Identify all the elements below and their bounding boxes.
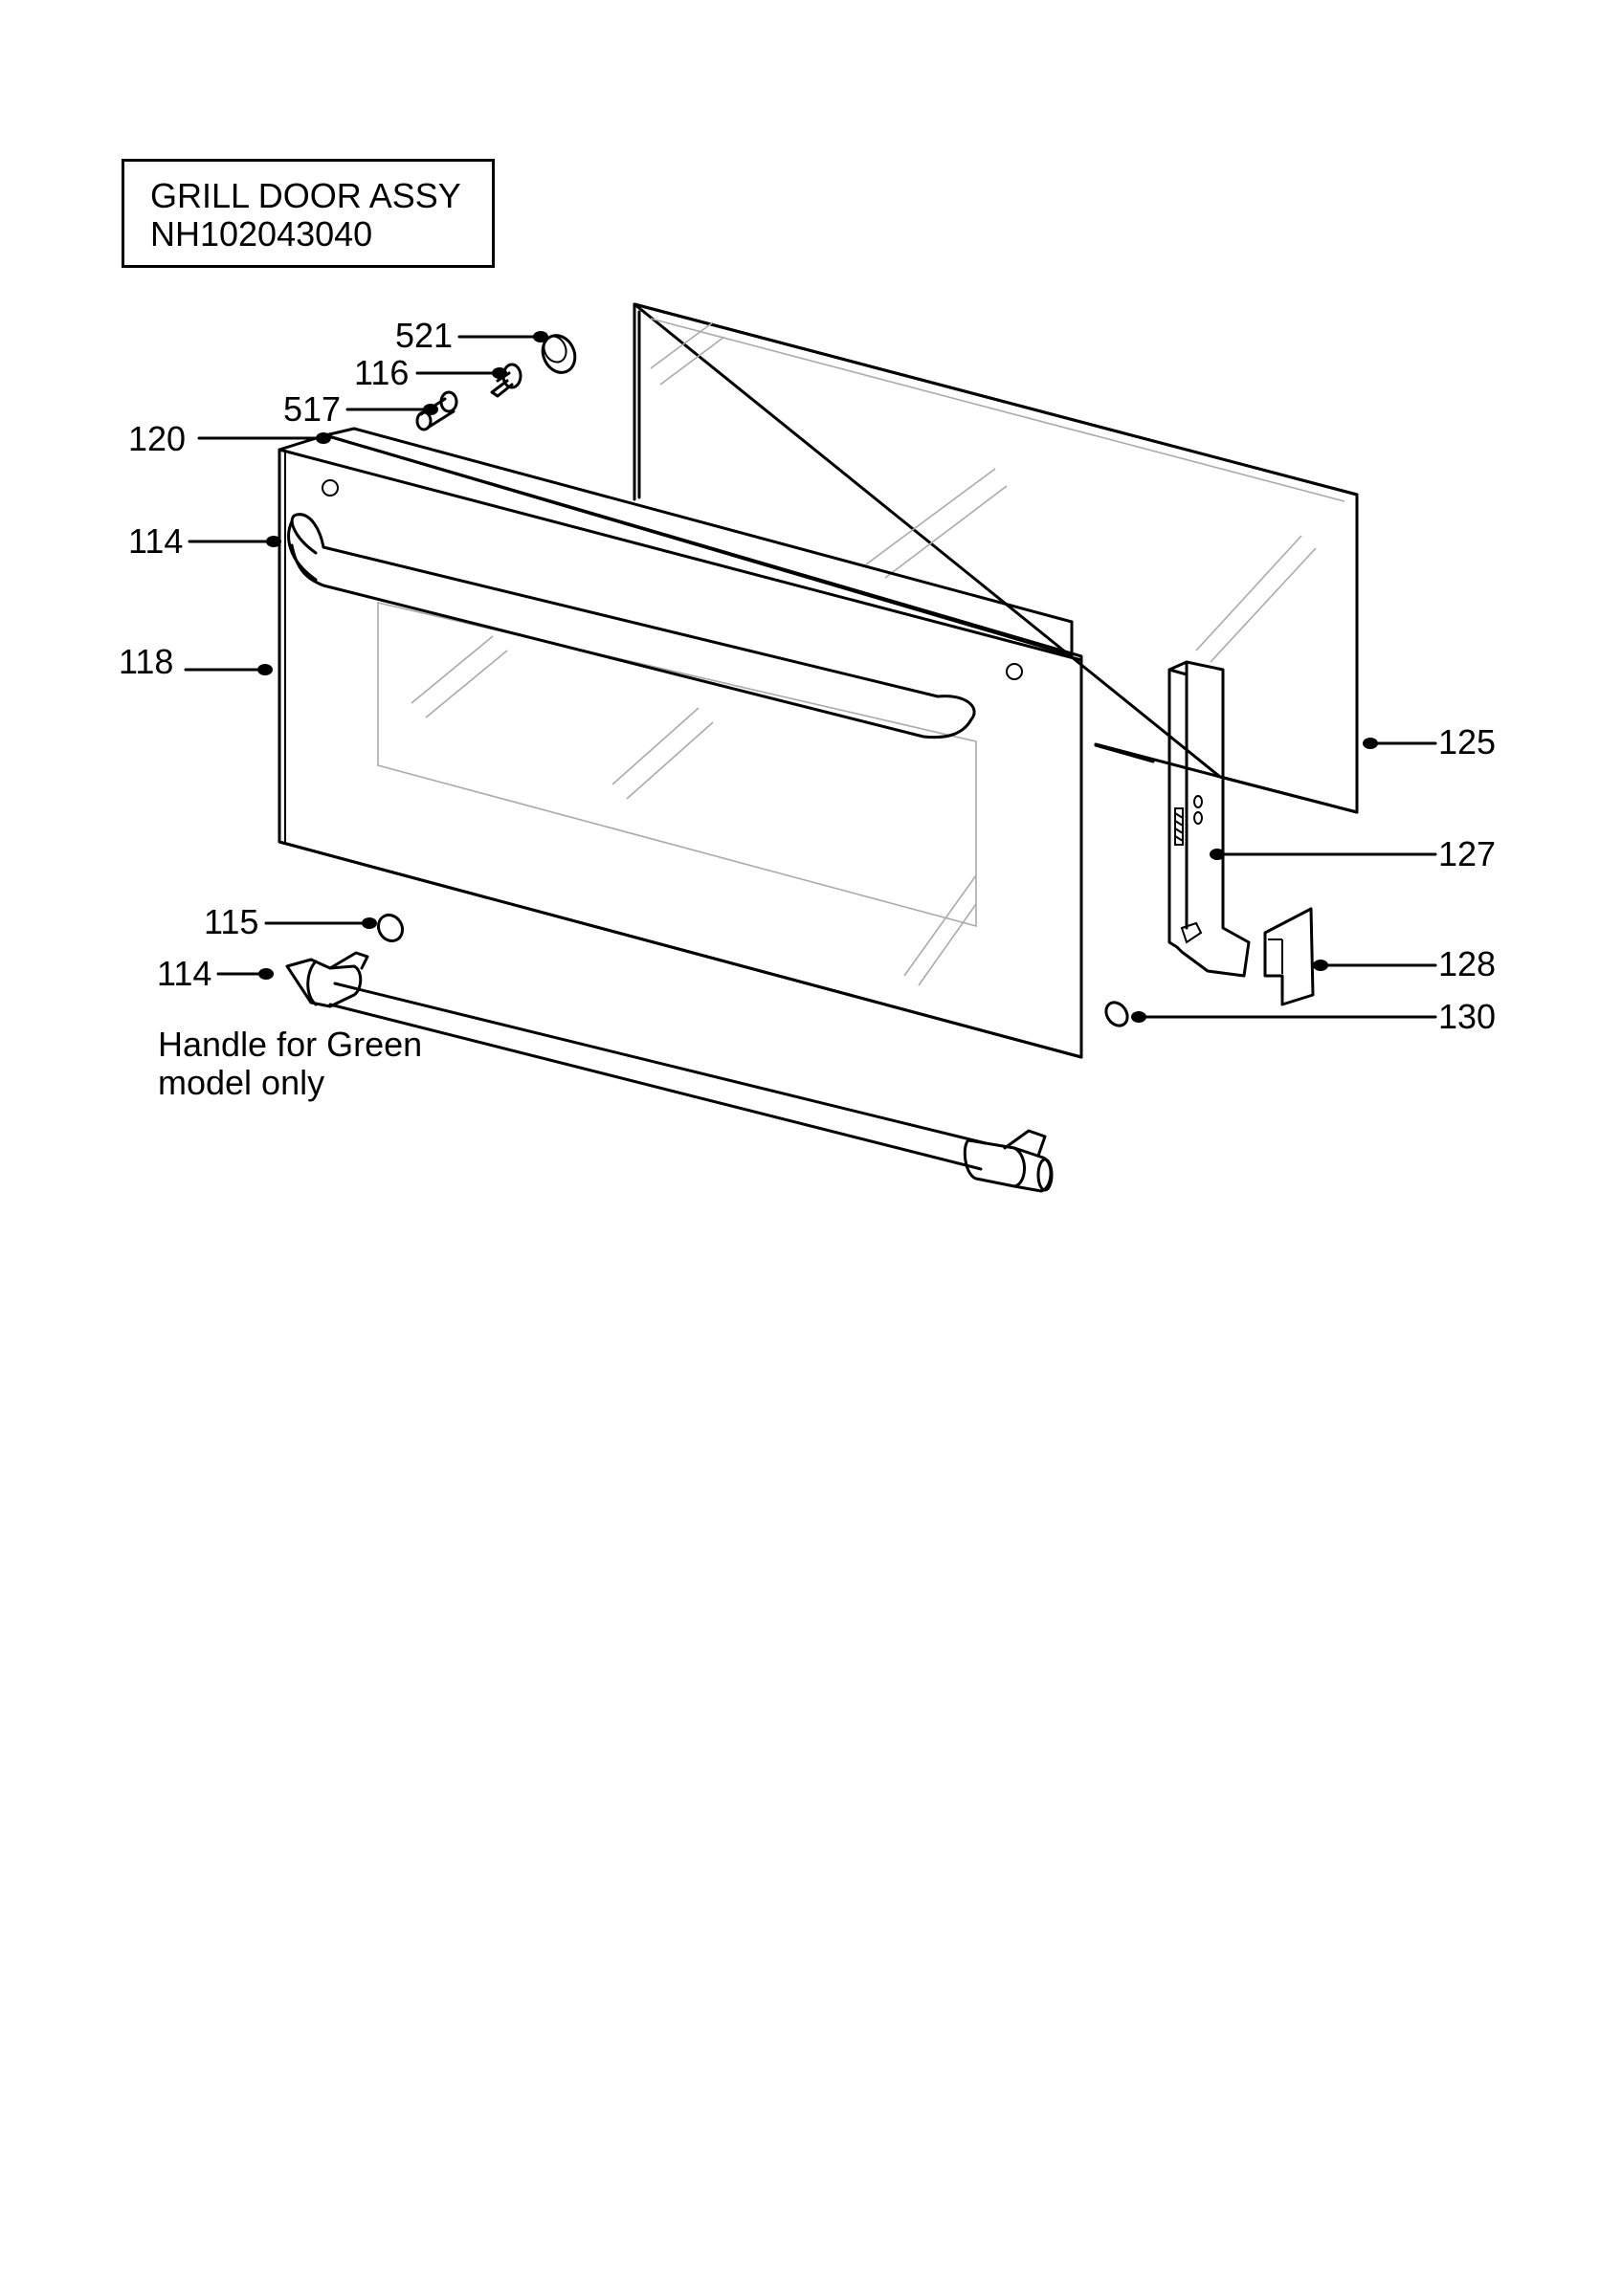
callout-116: 116 — [354, 353, 507, 392]
callout-label-130: 130 — [1438, 997, 1496, 1036]
callout-label-115: 115 — [204, 902, 258, 941]
callout-114-upper: 114 — [128, 521, 281, 561]
curved-handle[interactable] — [287, 513, 976, 740]
hinge-receiver[interactable] — [1263, 907, 1315, 1006]
part-115-buffer[interactable] — [374, 911, 408, 945]
callout-label-114-upper: 114 — [128, 521, 183, 561]
callout-label-128: 128 — [1438, 944, 1496, 983]
assembly-title: GRILL DOOR ASSY — [150, 176, 461, 215]
callout-521: 521 — [395, 316, 548, 355]
green-model-note-line1: Handle for Green — [158, 1025, 423, 1064]
assembly-part-number: NH102043040 — [150, 214, 373, 254]
green-model-note-line2: model only — [158, 1063, 325, 1102]
callout-label-127: 127 — [1438, 834, 1496, 873]
callout-label-120: 120 — [128, 419, 186, 458]
callout-118: 118 — [119, 642, 273, 681]
callout-label-114-lower: 114 — [157, 954, 211, 993]
straight-handle-green-model[interactable] — [285, 951, 1054, 1193]
green-model-note: Handle for Green model only — [158, 1026, 422, 1102]
door-hinge[interactable] — [1167, 660, 1251, 978]
callout-120: 120 — [128, 419, 331, 458]
callout-label-521: 521 — [395, 316, 453, 355]
callout-127: 127 — [1210, 834, 1496, 873]
part-521-cap[interactable] — [537, 330, 581, 378]
callout-label-517: 517 — [283, 389, 341, 429]
callout-517: 517 — [283, 389, 438, 429]
callout-130: 130 — [1131, 997, 1496, 1036]
outer-door-panel[interactable] — [278, 433, 1083, 1059]
callout-128: 128 — [1313, 944, 1496, 983]
callout-125: 125 — [1363, 722, 1496, 762]
rear-glass-panel-bottom-edge — [1094, 743, 1155, 763]
rear-glass-panel[interactable] — [633, 302, 1359, 814]
part-130-buffer[interactable] — [1101, 999, 1131, 1030]
callout-114-lower: 114 — [157, 954, 274, 993]
callout-115: 115 — [204, 902, 377, 941]
title-box: GRILL DOOR ASSY NH102043040 — [122, 159, 495, 268]
callout-label-118: 118 — [119, 642, 173, 681]
callout-label-116: 116 — [354, 353, 409, 392]
callout-label-125: 125 — [1438, 722, 1496, 762]
